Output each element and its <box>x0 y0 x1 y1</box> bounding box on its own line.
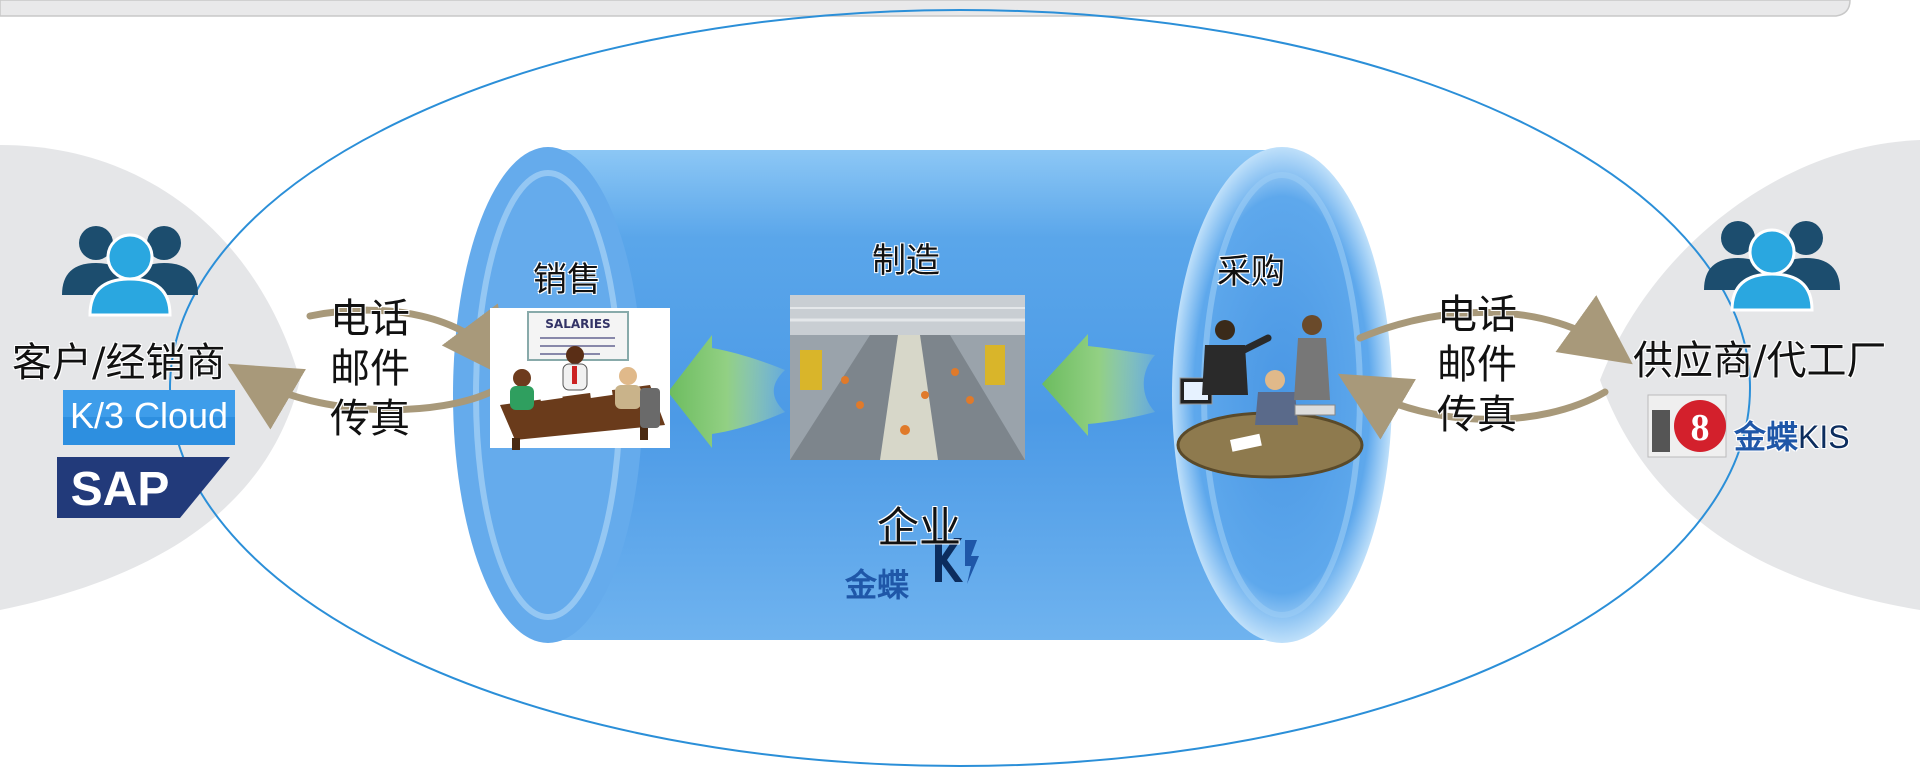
purchasing-team-image <box>1176 315 1364 479</box>
kis-brand: 金蝶 <box>1734 418 1799 456</box>
right-party-zone <box>1600 140 1920 610</box>
sap-logo: SAP <box>57 457 230 518</box>
ecosystem-ellipse <box>169 9 1751 767</box>
purchasing-label: 采购 <box>1217 252 1285 292</box>
kis-product: KIS <box>1798 419 1850 455</box>
left-channels: 电话 邮件 传真 <box>330 294 410 444</box>
svg-text:SALARIES: SALARIES <box>545 317 610 331</box>
enterprise-label: 企业 <box>877 503 962 552</box>
svg-text:K/3 Cloud: K/3 Cloud <box>70 395 228 436</box>
k3cloud-logo: K/3 Cloud <box>63 390 235 445</box>
sales-meeting-image: SALARIES <box>490 308 670 450</box>
arrow-left-inbound <box>306 303 512 381</box>
left-channel-phone: 电话 <box>330 296 410 342</box>
svg-text:8: 8 <box>1691 407 1710 449</box>
arrow-purchasing-to-manufacturing <box>1042 334 1155 436</box>
manufacturing-factory-image <box>790 295 1025 460</box>
kis-logo-mark: 8 <box>1647 394 1727 458</box>
kis-logo-text: 金蝶KIS <box>1734 412 1850 458</box>
arrow-left-outbound <box>227 363 499 430</box>
right-channel-mail: 邮件 <box>1437 342 1517 388</box>
arrow-manufacturing-to-sales <box>668 335 785 448</box>
suppliers-label: 供应商/代工厂 <box>1633 338 1887 384</box>
left-channel-mail: 邮件 <box>330 346 410 392</box>
customers-people-icon <box>62 226 198 317</box>
sales-label: 销售 <box>533 260 601 300</box>
manufacturing-label: 制造 <box>872 241 940 281</box>
svg-text:SAP: SAP <box>71 463 170 516</box>
k3-brand: 金蝶 <box>845 566 910 604</box>
k3-logo-mark <box>935 538 979 584</box>
suppliers-people-icon <box>1704 221 1840 312</box>
header-bar <box>0 0 1851 17</box>
right-channels: 电话 邮件 传真 <box>1437 290 1517 440</box>
right-channel-phone: 电话 <box>1437 292 1517 338</box>
k3-logo-text: 金蝶 <box>845 560 909 606</box>
arrow-right-inbound <box>1337 373 1609 440</box>
arrow-right-outbound <box>1356 295 1633 365</box>
customers-label: 客户/经销商 <box>12 340 226 386</box>
right-channel-fax: 传真 <box>1437 392 1517 438</box>
left-channel-fax: 传真 <box>330 396 410 442</box>
